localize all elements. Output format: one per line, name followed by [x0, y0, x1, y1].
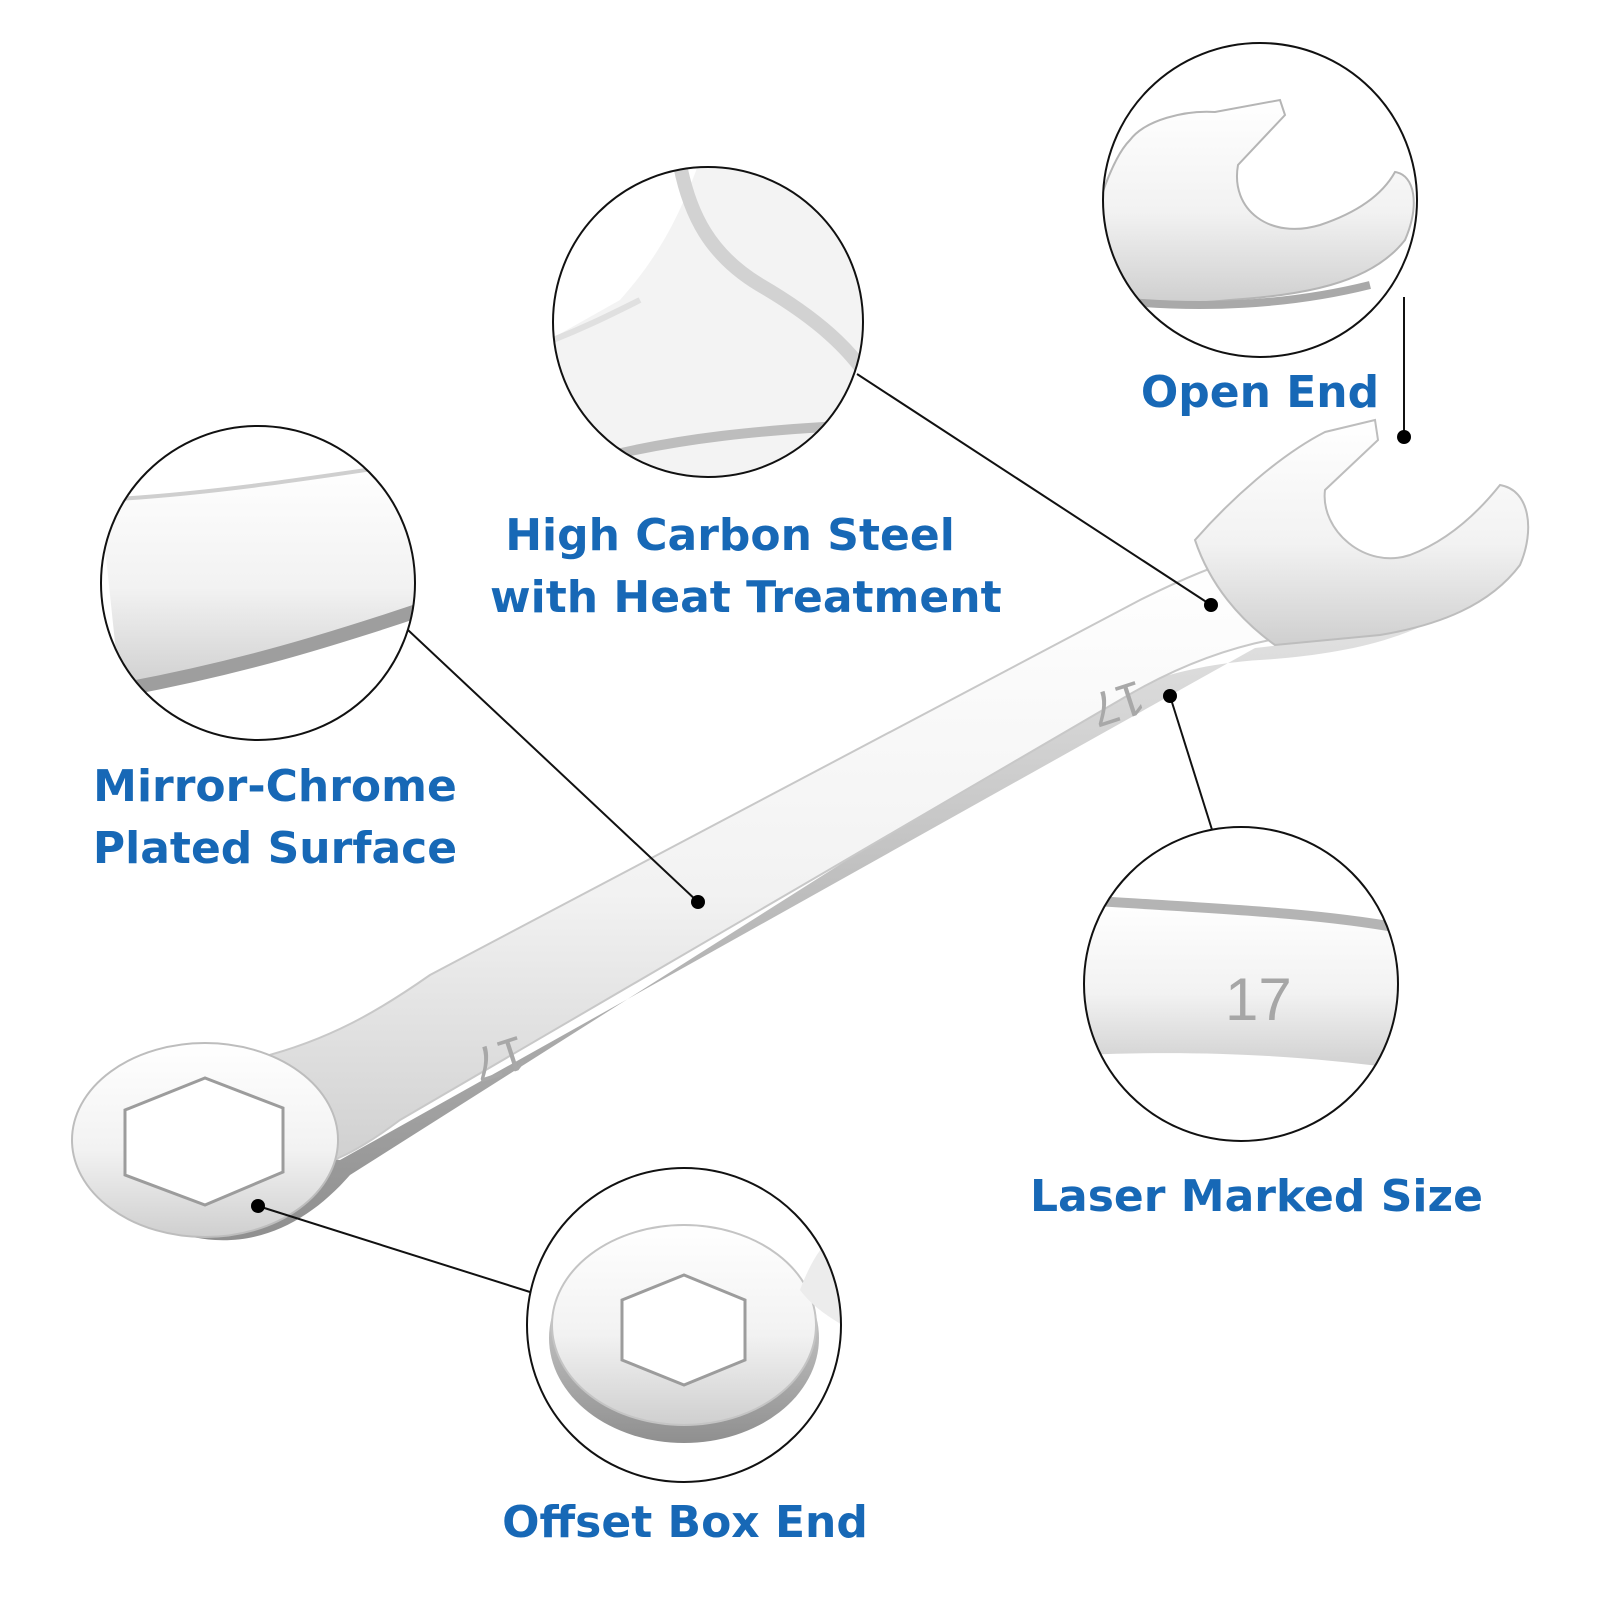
label-box-end-line1: Offset Box End — [502, 1497, 868, 1548]
callout-line-box-end — [257, 1205, 531, 1293]
wrench-edge — [89, 590, 1465, 1241]
label-high-carbon-line2: with Heat Treatment — [490, 572, 1002, 623]
callout-line-high-carbon — [856, 373, 1212, 606]
callout-dot-high-carbon — [1204, 598, 1218, 612]
zoom-circle-box-end — [526, 1167, 842, 1483]
zoom-circle-open-end — [1102, 42, 1418, 358]
wrench: 17 17 — [71, 418, 1530, 1241]
callout-dot-mirror-chrome — [691, 895, 705, 909]
callout-dot-box-end — [251, 1199, 265, 1213]
callout-dot-open-end — [1397, 430, 1411, 444]
label-high-carbon-steel: High Carbon Steel with Heat Treatment — [490, 505, 1002, 629]
callout-dot-laser — [1163, 689, 1177, 703]
callout-line-laser — [1169, 695, 1215, 837]
label-high-carbon-line1: High Carbon Steel — [505, 510, 955, 561]
label-open-end: Open End — [1130, 362, 1390, 424]
label-laser-marked-size: Laser Marked Size — [1030, 1166, 1483, 1228]
label-open-end-line1: Open End — [1140, 367, 1380, 418]
label-mirror-chrome-line1: Mirror-Chrome — [93, 761, 457, 812]
label-mirror-chrome-line2: Plated Surface — [92, 823, 458, 874]
label-offset-box-end: Offset Box End — [500, 1492, 870, 1554]
zoom-circle-laser: 17 — [1083, 826, 1399, 1142]
callout-lines — [257, 297, 1405, 1293]
callout-dots — [251, 430, 1411, 1213]
zoom-circle-mirror-chrome — [100, 425, 416, 741]
box-end-hex — [123, 1076, 285, 1207]
zoom-circle-high-carbon — [552, 166, 864, 478]
zoom-size-mark: 17 — [1225, 966, 1292, 1033]
callout-line-mirror-chrome — [407, 629, 699, 903]
label-mirror-chrome: Mirror-Chrome Plated Surface — [90, 756, 460, 880]
label-laser-line1: Laser Marked Size — [1030, 1171, 1483, 1222]
open-end-head — [1193, 418, 1530, 647]
